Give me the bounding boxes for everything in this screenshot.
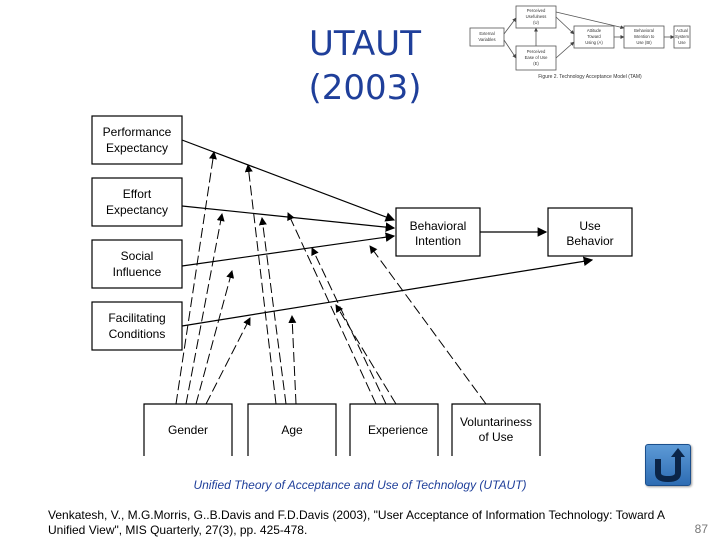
tam-intention-1: Behavioral	[634, 28, 654, 33]
moderator-line	[288, 315, 297, 405]
use-behavior-line1: Use	[579, 219, 601, 233]
effort-expectancy-line2: Expectancy	[106, 203, 168, 217]
tam-attitude-1: Attitude	[587, 28, 602, 33]
arrow-facilitating-to-behavior	[181, 256, 594, 327]
effort-expectancy-line1: Effort	[123, 187, 152, 201]
box-behavioral-intention	[395, 207, 481, 257]
page-number: 87	[694, 522, 708, 536]
citation: Venkatesh, V., M.G.Morris, G..B.Davis an…	[48, 508, 665, 537]
behavioral-intention-line1: Behavioral	[410, 219, 467, 233]
facilitating-conditions-line1: Facilitating	[108, 311, 165, 325]
moderator-line	[175, 151, 217, 405]
box-effort-expectancy	[91, 177, 183, 227]
tam-actual-1: Actual	[676, 28, 688, 33]
performance-expectancy-line2: Expectancy	[106, 141, 168, 155]
arrow-social-to-intention	[181, 232, 396, 267]
tam-intention-3: Use (BI)	[636, 40, 652, 45]
tam-attitude-3: Using (A)	[585, 40, 603, 45]
tam-ease-3: (E)	[533, 61, 539, 66]
gender-label: Gender	[168, 423, 208, 437]
tam-ease-1: Perceived	[527, 49, 546, 54]
social-influence-line1: Social	[121, 249, 154, 263]
box-facilitating-conditions	[91, 301, 183, 351]
box-performance-expectancy	[91, 115, 183, 165]
tam-caption: Figure 2. Technology Acceptance Model (T…	[538, 74, 642, 80]
tam-attitude-2: Toward	[587, 34, 601, 39]
behavioral-intention-line2: Intention	[415, 234, 461, 248]
box-age	[247, 403, 337, 456]
title-line-1: UTAUT	[309, 24, 421, 64]
tam-actual-3: Use	[678, 40, 686, 45]
tam-ease-2: Ease of Use	[525, 55, 548, 60]
tam-actual-2: System	[675, 34, 689, 39]
u-turn-back-icon	[655, 448, 685, 483]
return-button[interactable]	[645, 444, 691, 486]
tam-usefulness-1: Perceived	[527, 8, 546, 13]
social-influence-line2: Influence	[113, 265, 162, 279]
tam-intention-2: Intention to	[634, 34, 655, 39]
moderator-line	[244, 164, 277, 405]
box-social-influence	[91, 239, 183, 289]
arrow-performance-to-intention	[181, 139, 396, 222]
arrow-effort-to-intention	[181, 205, 396, 232]
moderator-line	[185, 213, 225, 405]
use-behavior-line2: Behavior	[566, 234, 613, 248]
voluntariness-line1: Voluntariness	[460, 415, 532, 429]
moderator-line	[195, 270, 235, 405]
moderator-line	[258, 217, 287, 405]
voluntariness-line2: of Use	[479, 430, 514, 444]
tam-usefulness-2: Usefulness	[526, 14, 547, 19]
tam-external-1: External	[479, 31, 494, 36]
moderator-line	[205, 317, 251, 405]
tam-external-2: Variables	[478, 37, 495, 42]
moderator-line	[335, 304, 397, 405]
performance-expectancy-line1: Performance	[103, 125, 172, 139]
facilitating-conditions-line2: Conditions	[109, 327, 166, 341]
moderator-line	[287, 212, 377, 405]
tam-usefulness-3: (U)	[533, 20, 539, 25]
experience-label: Experience	[368, 423, 428, 437]
box-use-behavior	[547, 207, 633, 257]
slide-title: UTAUT (2003)	[290, 22, 440, 110]
box-voluntariness	[451, 403, 541, 456]
box-experience	[349, 403, 439, 456]
moderator-line	[369, 245, 487, 405]
tam-thumbnail: Perceived Usefulness (U) Perceived Ease …	[469, 5, 691, 80]
box-gender	[143, 403, 233, 456]
figure-caption: Unified Theory of Acceptance and Use of …	[193, 478, 527, 492]
title-line-2: (2003)	[308, 68, 422, 108]
age-label: Age	[281, 423, 303, 437]
